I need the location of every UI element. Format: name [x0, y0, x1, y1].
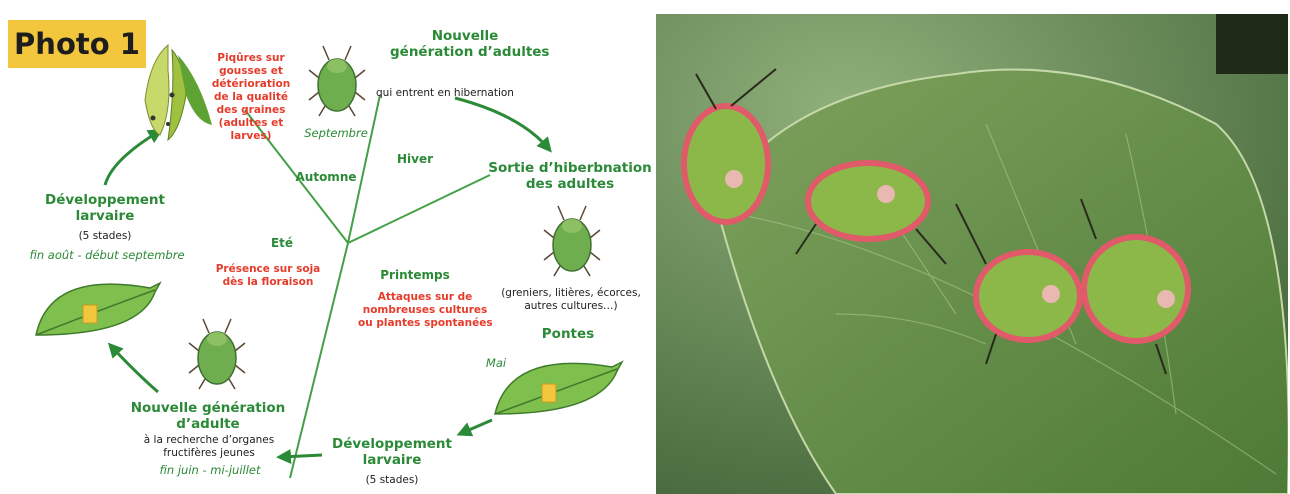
season-autumn: Automne — [286, 170, 366, 184]
new-generation-title: Nouvelle génération d’adultes — [390, 34, 540, 60]
arrow-to-pods — [105, 132, 158, 185]
september-label: Septembre — [296, 126, 376, 140]
season-summer: Eté — [262, 236, 302, 250]
spawning-title: Pontes — [528, 326, 608, 342]
life-cycle-diagram: Photo 1 Nouvelle génération d’adultes qu… — [0, 0, 656, 494]
soybean-pods-icon — [145, 45, 212, 140]
may-label: Mai — [476, 356, 516, 370]
season-spring: Printemps — [370, 268, 460, 282]
leaf-with-eggs-icon — [36, 283, 160, 335]
arrow-to-leaf-left — [112, 347, 158, 392]
bug-icon — [309, 46, 365, 116]
arrow-to-exit — [455, 98, 548, 148]
cycle-graphics — [0, 0, 656, 494]
shelter-note: (greniers, litières, écorces,autres cult… — [488, 287, 654, 313]
larval-period-left: fin août - début septembre — [12, 248, 202, 262]
photo-number-badge: Photo 1 — [8, 20, 146, 68]
larval-stages-note-left: (5 stades) — [65, 230, 145, 243]
arrow-to-larval-bottom — [462, 420, 492, 433]
season-winter: Hiver — [385, 152, 445, 166]
nymphs-on-leaf-photo — [656, 14, 1288, 494]
hibernation-note: qui entrent en hibernation — [360, 87, 530, 100]
larval-stages-note: (5 stades) — [352, 474, 432, 487]
bug-icon — [544, 206, 600, 276]
adult-generation-period: fin juin - mi-juillet — [150, 463, 270, 477]
bug-icon — [189, 319, 245, 389]
photo-illustration — [656, 14, 1288, 494]
